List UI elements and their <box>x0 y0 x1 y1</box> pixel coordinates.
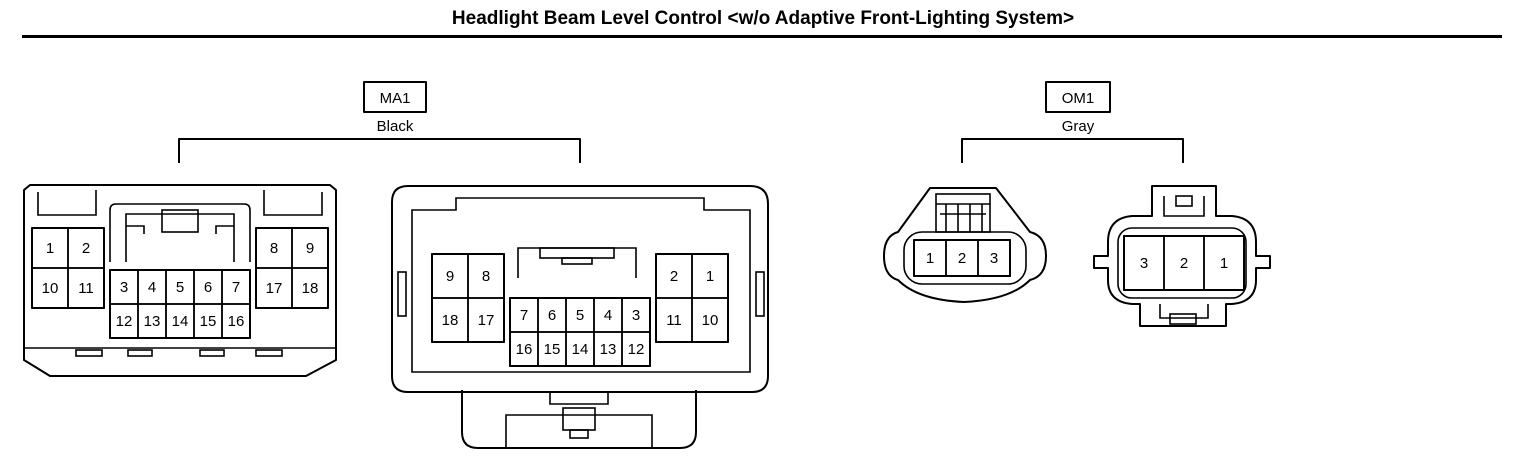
terminal-pin-label: 2 <box>670 268 678 285</box>
terminal-pin-label: 2 <box>82 240 90 257</box>
terminal-pin-label: 8 <box>482 268 490 285</box>
terminal-pin-label: 4 <box>148 279 156 296</box>
terminal-pin-label: 18 <box>302 280 319 297</box>
bracket-ma1 <box>178 138 581 163</box>
terminal-cell <box>977 239 1011 277</box>
terminal-cell <box>621 331 651 367</box>
terminal-pin-label: 7 <box>520 307 528 324</box>
terminal-pin-label: 17 <box>266 280 283 297</box>
terminal-pin-label: 13 <box>144 313 161 330</box>
terminal-pin-label: 4 <box>604 307 612 324</box>
terminal-pin-label: 7 <box>232 279 240 296</box>
terminal-pin-label: 5 <box>576 307 584 324</box>
terminal-pin-label: 1 <box>706 268 714 285</box>
terminal-cell <box>221 303 251 339</box>
connector-label-om1: OM1 Gray <box>1045 81 1111 135</box>
terminal-pin-label: 1 <box>926 250 934 267</box>
terminal-pin-label: 15 <box>200 313 217 330</box>
terminal-pin-label: 10 <box>702 312 719 329</box>
terminal-pin-label: 16 <box>228 313 245 330</box>
terminal-pin-label: 3 <box>990 250 998 267</box>
connector-label-ma1: MA1 Black <box>363 81 427 135</box>
terminal-pin-label: 13 <box>600 341 617 358</box>
terminal-pin-label: 1 <box>1220 255 1228 272</box>
terminal-pin-label: 3 <box>632 307 640 324</box>
terminal-pin-label: 11 <box>666 312 682 329</box>
terminal-pin-label: 8 <box>270 240 278 257</box>
connector-code-om1: OM1 <box>1062 90 1095 107</box>
terminal-pin-label: 12 <box>116 313 133 330</box>
terminal-pin-label: 3 <box>120 279 128 296</box>
terminal-pin-label: 9 <box>446 268 454 285</box>
terminal-pin-label: 17 <box>478 312 495 329</box>
title-underline <box>22 35 1502 38</box>
terminal-pin-label: 2 <box>958 250 966 267</box>
terminal-pin-label: 1 <box>46 240 54 257</box>
terminal-cell <box>67 267 105 309</box>
terminal-pin-label: 18 <box>442 312 459 329</box>
terminal-pin-label: 2 <box>1180 255 1188 272</box>
terminal-pin-label: 14 <box>172 313 189 330</box>
terminal-pin-label: 3 <box>1140 255 1148 272</box>
connector-om1-view-1: 1 2 3 <box>883 187 1047 303</box>
connector-code-ma1: MA1 <box>380 90 411 107</box>
terminal-pin-label: 6 <box>204 279 212 296</box>
terminal-pin-label: 5 <box>176 279 184 296</box>
terminal-pin-label: 16 <box>516 341 533 358</box>
terminal-cell <box>291 267 329 309</box>
terminal-cell <box>1203 235 1245 291</box>
terminal-pin-label: 15 <box>544 341 561 358</box>
terminal-pin-label: 10 <box>42 280 59 297</box>
terminal-cell <box>467 297 505 343</box>
terminal-pin-label: 9 <box>306 240 314 257</box>
terminal-pin-label: 6 <box>548 307 556 324</box>
terminal-pin-label: 14 <box>572 341 589 358</box>
diagram-title: Headlight Beam Level Control <w/o Adapti… <box>451 8 1075 29</box>
connector-color-om1: Gray <box>1062 118 1095 135</box>
terminal-cell <box>691 297 729 343</box>
terminal-pin-label: 12 <box>628 341 645 358</box>
terminal-pin-label: 11 <box>78 280 94 297</box>
connector-om1-view-2: 3 2 1 <box>1093 185 1271 327</box>
connector-color-ma1: Black <box>377 118 414 135</box>
bracket-om1 <box>961 138 1184 163</box>
